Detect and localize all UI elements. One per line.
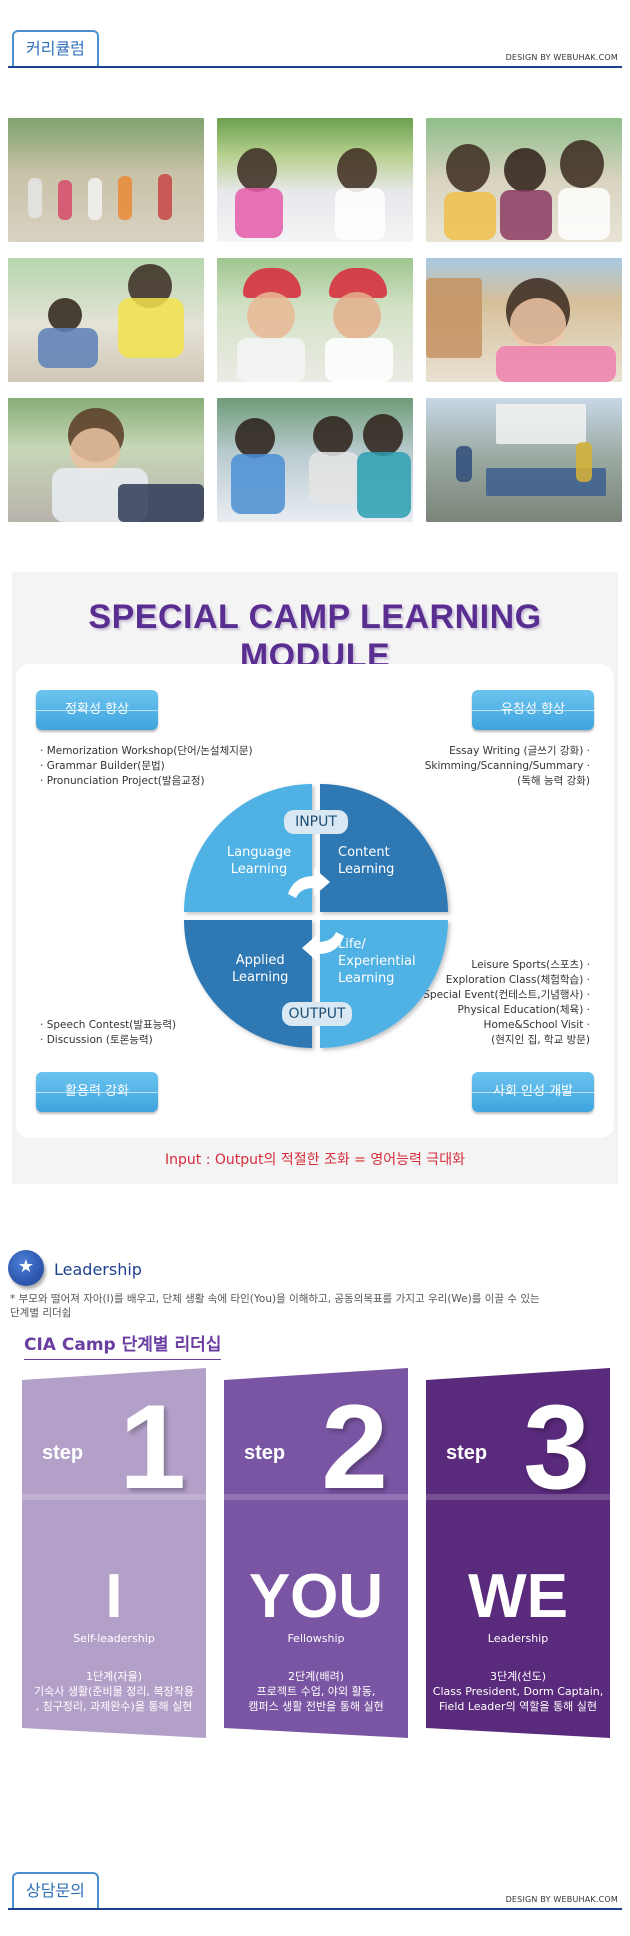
camp-photo (426, 398, 622, 522)
design-credit: DESIGN BY WEBUHAK.COM (505, 1895, 618, 1904)
camp-photo (217, 118, 413, 242)
quadrant-language-label: Language Learning (226, 845, 292, 877)
module-inner-card: 정확성 향상 유창성 향상 활용력 강화 사회 인성 개발 Memorizati… (16, 664, 614, 1138)
input-badge: INPUT (284, 810, 348, 834)
step-stage: 3단계(선도) (489, 1670, 547, 1683)
consult-tab[interactable]: 상담문의 (12, 1872, 99, 1908)
header-divider (8, 1908, 622, 1910)
list-item: (현지인 집, 학교 방문) (491, 1034, 590, 1046)
step-label: step (244, 1442, 286, 1464)
list-item: Speech Contest(발표능력) (40, 1018, 176, 1033)
quadrant-language (184, 784, 312, 912)
accuracy-pill: 정확성 향상 (36, 690, 158, 730)
module-title: SPECIAL CAMP LEARNING MODULE (88, 598, 542, 675)
camp-photo (8, 258, 204, 382)
quadrant-content-label: Content Learning (338, 845, 395, 877)
output-badge: OUTPUT (282, 1002, 352, 1026)
camp-photo (8, 398, 204, 522)
accuracy-list: Memorization Workshop(단어/논설체지문) Grammar … (40, 744, 253, 789)
photo-grid (8, 118, 622, 522)
step-stage: 2단계(배려) (287, 1670, 345, 1683)
camp-photo (8, 118, 204, 242)
module-tagline: Input : Output의 적절한 조화 = 영어능력 극대화 (165, 1152, 465, 1168)
step-card-1: step 1 I Self-leadership 1단계(자율) 기숙사 생활(… (22, 1368, 206, 1738)
list-item: Discussion (토론능력) (40, 1033, 176, 1048)
list-item: Physical Education(체육) (423, 1003, 590, 1018)
step-keyword: WE (468, 1562, 568, 1631)
step-label: step (42, 1442, 84, 1464)
camp-photo (217, 258, 413, 382)
application-list: Speech Contest(발표능력) Discussion (토론능력) (40, 1018, 176, 1048)
step-number: 2 (321, 1380, 388, 1514)
step-detail: Class President, Dorm Captain, Field Lea… (432, 1685, 604, 1713)
learning-module-panel: SPECIAL CAMP LEARNING MODULE 정확성 향상 유창성 … (12, 572, 618, 1184)
consult-header: 상담문의 DESIGN BY WEBUHAK.COM (8, 1872, 622, 1912)
star-icon: ★ (8, 1250, 44, 1286)
step-card-bg (224, 1368, 408, 1738)
step-stage: 1단계(자율) (85, 1670, 143, 1683)
quadrant-chart (184, 784, 448, 1048)
step-number: 1 (119, 1380, 186, 1514)
curriculum-header: 커리큘럼 DESIGN BY WEBUHAK.COM (8, 30, 622, 70)
social-pill: 사회 인성 개발 (472, 1072, 594, 1112)
step-keyword: YOU (248, 1562, 384, 1631)
learning-quadrant-diagram: Language Learning Content Learning Appli… (176, 776, 456, 1056)
stage-leadership-title: CIA Camp 단계별 리더십 (24, 1330, 222, 1360)
camp-photo (426, 258, 622, 382)
fluency-list: Essay Writing (글쓰기 강화) Skimming/Scanning… (425, 744, 590, 789)
social-list: Leisure Sports(스포츠) Exploration Class(체험… (423, 958, 590, 1048)
list-item: Home&School Visit (423, 1018, 590, 1033)
quadrant-applied-label: Applied Learning (232, 953, 289, 985)
list-item: Exploration Class(체험학습) (423, 973, 590, 988)
list-item: Memorization Workshop(단어/논설체지문) (40, 744, 253, 759)
step-keyword: I (105, 1562, 123, 1631)
application-pill: 활용력 강화 (36, 1072, 158, 1112)
arrow-right-icon (288, 868, 330, 898)
step-label: step (446, 1442, 488, 1464)
list-item: Leisure Sports(스포츠) (423, 958, 590, 973)
quadrant-content (320, 784, 448, 912)
list-item: Essay Writing (글쓰기 강화) (425, 744, 590, 759)
camp-photo (217, 398, 413, 522)
step-subtitle: Fellowship (287, 1632, 345, 1645)
quadrant-life (320, 920, 448, 1048)
step-detail: 프로젝트 수업, 야외 활동, 캠퍼스 생활 전반을 통해 실현 (248, 1685, 384, 1713)
design-credit: DESIGN BY WEBUHAK.COM (505, 53, 618, 62)
step-card-bg (426, 1368, 610, 1738)
step-card-bg (22, 1368, 206, 1738)
leadership-title: Leadership (54, 1260, 142, 1279)
curriculum-tab[interactable]: 커리큘럼 (12, 30, 99, 66)
leadership-steps: step 1 I Self-leadership 1단계(자율) 기숙사 생활(… (0, 1368, 630, 1738)
step-card-2: step 2 YOU Fellowship 2단계(배려) 프로젝트 수업, 야… (224, 1368, 408, 1738)
list-item: Pronunciation Project(발음교정) (40, 774, 253, 789)
step-card-3: step 3 WE Leadership 3단계(선도) Class Presi… (426, 1368, 610, 1738)
leadership-description: * 부모와 떨어져 자아(I)를 배우고, 단체 생활 속에 타인(You)을 … (10, 1293, 540, 1319)
header-divider (8, 66, 622, 68)
list-item: (독해 능력 강화) (517, 775, 590, 787)
quadrant-applied (184, 920, 312, 1048)
list-item: Special Event(컨테스트,기념행사) (423, 988, 590, 1003)
list-item: Skimming/Scanning/Summary (425, 759, 590, 774)
step-subtitle: Self-leadership (73, 1632, 155, 1645)
step-detail: 기숙사 생활(준비물 정리, 복장착용 , 침구정리, 과제완수)을 통해 실현 (34, 1685, 194, 1713)
list-item: Grammar Builder(문법) (40, 759, 253, 774)
step-number: 3 (523, 1380, 590, 1514)
arrow-left-icon (302, 932, 344, 962)
step-subtitle: Leadership (487, 1632, 549, 1645)
fluency-pill: 유창성 향상 (472, 690, 594, 730)
camp-photo (426, 118, 622, 242)
quadrant-life-label: Life/ Experiential Learning (338, 937, 416, 986)
